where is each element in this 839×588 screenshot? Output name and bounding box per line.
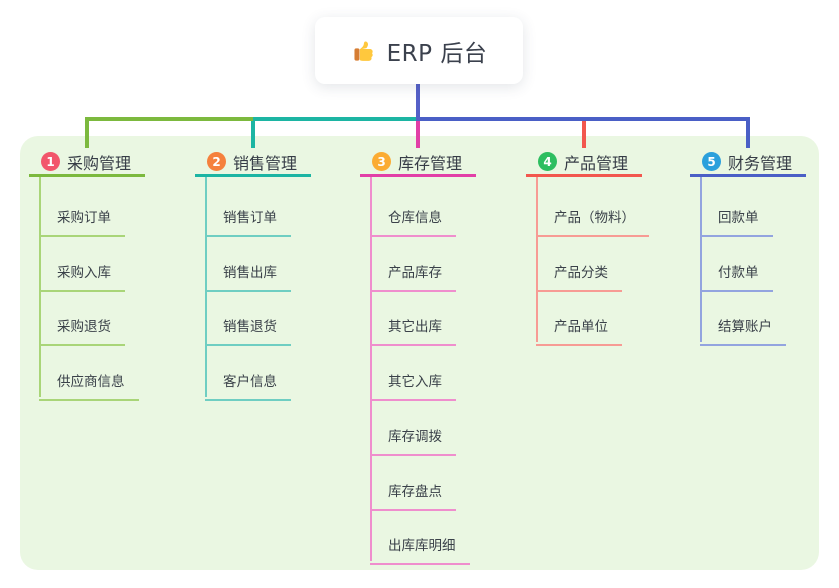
connector-drop-3 [416, 117, 420, 148]
child-node[interactable]: 产品（物料） [536, 206, 649, 237]
branch-title: 库存管理 [398, 153, 463, 173]
child-node[interactable]: 库存调拨 [370, 425, 456, 456]
root-label: ERP 后台 [386, 40, 488, 67]
branch-trunk-line [370, 177, 372, 562]
child-node[interactable]: 销售出库 [205, 261, 291, 292]
child-node[interactable]: 其它入库 [370, 370, 456, 402]
branch-underline [195, 174, 311, 177]
child-node[interactable]: 仓库信息 [370, 206, 456, 237]
child-node[interactable]: 库存盘点 [370, 480, 456, 511]
child-node[interactable]: 销售订单 [205, 206, 291, 237]
child-node[interactable]: 其它出库 [370, 315, 456, 347]
branch-trunk-line [536, 177, 538, 343]
branch-title: 采购管理 [67, 153, 132, 173]
connector-drop-1 [85, 117, 89, 148]
connector-horizontal-right [418, 117, 750, 121]
branch-underline [690, 174, 806, 177]
branch-underline [360, 174, 476, 177]
child-node[interactable]: 采购订单 [39, 206, 125, 237]
branch-underline [29, 174, 145, 177]
thumbs-up-icon [351, 38, 377, 64]
branch-title: 销售管理 [233, 153, 298, 173]
branch-node-采购管理[interactable]: 1 采购管理 [41, 149, 131, 174]
connector-drop-5 [746, 117, 750, 148]
branch-trunk-line [39, 177, 41, 398]
child-node[interactable]: 出库库明细 [370, 534, 470, 566]
branch-number-badge: 4 [538, 152, 557, 171]
child-node[interactable]: 产品库存 [370, 261, 456, 292]
connector-drop-2 [251, 117, 255, 148]
branch-underline [526, 174, 642, 177]
root-node[interactable]: ERP 后台 [315, 17, 523, 84]
child-node[interactable]: 产品单位 [536, 315, 622, 347]
branch-node-产品管理[interactable]: 4 产品管理 [538, 149, 628, 174]
branch-node-财务管理[interactable]: 5 财务管理 [702, 149, 792, 174]
connector-horizontal-left [87, 117, 255, 121]
child-node[interactable]: 采购退货 [39, 315, 125, 347]
branch-number-badge: 1 [41, 152, 60, 171]
branches-panel [20, 136, 819, 570]
connector-horizontal-mid [253, 117, 420, 121]
branch-title: 财务管理 [728, 153, 793, 173]
child-node[interactable]: 采购入库 [39, 261, 125, 292]
child-node[interactable]: 供应商信息 [39, 370, 139, 402]
child-node[interactable]: 结算账户 [700, 315, 786, 347]
child-node[interactable]: 产品分类 [536, 261, 622, 292]
branch-node-销售管理[interactable]: 2 销售管理 [207, 149, 297, 174]
branch-number-badge: 2 [207, 152, 226, 171]
child-node[interactable]: 回款单 [700, 206, 773, 237]
branch-number-badge: 5 [702, 152, 721, 171]
branch-title: 产品管理 [564, 153, 629, 173]
branch-node-库存管理[interactable]: 3 库存管理 [372, 149, 462, 174]
child-node[interactable]: 客户信息 [205, 370, 291, 402]
child-node[interactable]: 付款单 [700, 261, 773, 292]
child-node[interactable]: 销售退货 [205, 315, 291, 347]
connector-drop-4 [582, 117, 586, 148]
branch-number-badge: 3 [372, 152, 391, 171]
branch-trunk-line [205, 177, 207, 398]
branch-trunk-line [700, 177, 702, 343]
connector-root-vertical [416, 84, 420, 121]
